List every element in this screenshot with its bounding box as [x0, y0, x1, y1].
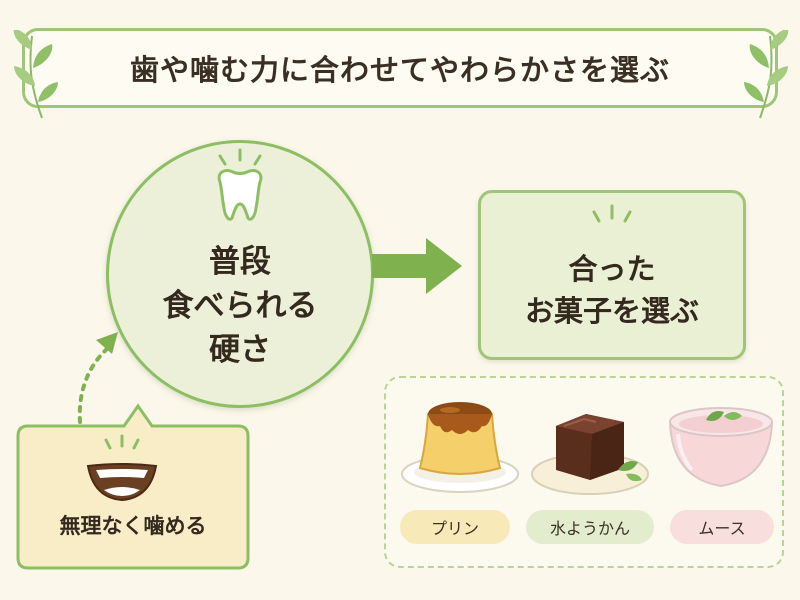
choose-line-2: お菓子を選ぶ [524, 294, 699, 328]
arrow-right-icon [372, 238, 462, 294]
tooth-icon [217, 148, 263, 221]
smile-icon [86, 434, 158, 502]
circle-label: 普段 食べられる 硬さ [106, 240, 374, 372]
mizuyokan-label: 水ようかん [526, 510, 654, 544]
pudding-label: プリン [400, 510, 510, 544]
sparkle-icon [592, 204, 632, 223]
chew-easily-label: 無理なく噛める [59, 514, 207, 538]
leaf-decoration-left-icon [13, 30, 58, 119]
mousse-image [668, 407, 774, 488]
choose-line-1: 合った [568, 252, 656, 286]
mousse-label: ムース [670, 510, 774, 544]
title-banner: 歯や噛む力に合わせてやわらかさを選ぶ [22, 28, 778, 108]
pudding-image [401, 402, 519, 493]
yokan-image [531, 414, 649, 495]
circle-line-1: 普段 [209, 244, 271, 280]
dotted-arrow-up-icon [77, 332, 118, 424]
circle-line-3: 硬さ [209, 332, 271, 368]
leaf-decoration-right-icon [744, 30, 789, 119]
circle-line-2: 食べられる [162, 288, 318, 324]
choose-label: 合った お菓子を選ぶ [478, 248, 746, 332]
page-title: 歯や噛む力に合わせてやわらかさを選ぶ [129, 53, 670, 87]
